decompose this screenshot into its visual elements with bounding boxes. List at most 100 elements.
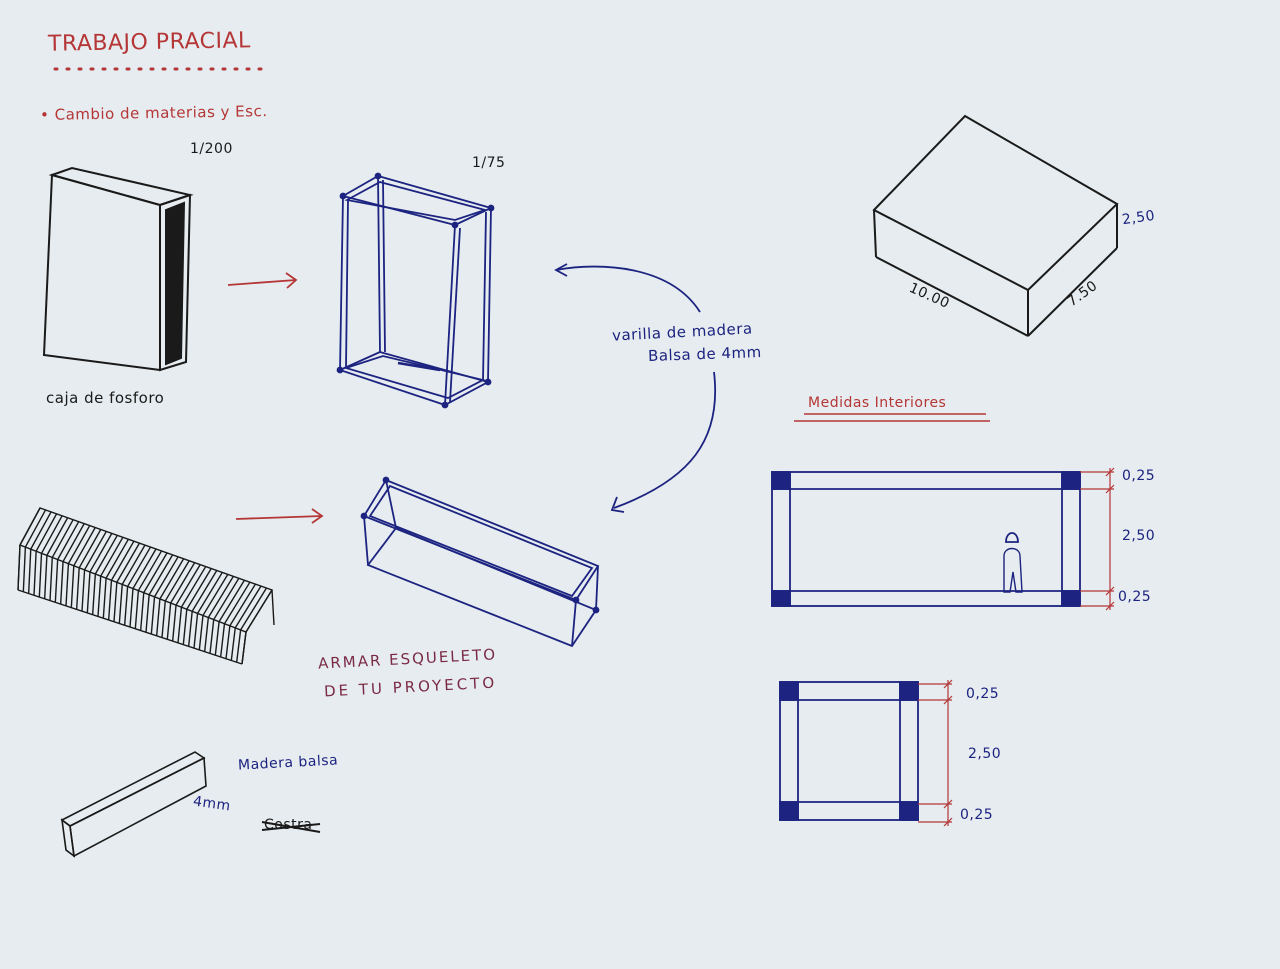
plan-dimension-lines [918,679,953,827]
staple-ridge-side [235,629,242,663]
staple-ridge-side [113,582,118,622]
staple-ridge-top [35,513,58,552]
staple-ridge-side [129,588,134,628]
staple-ridge-top [234,585,262,629]
staple-ridge-top [164,560,190,602]
staple-ridge-top [207,575,234,618]
staple-ridge-side [81,569,86,612]
staple-ridge-top [51,519,74,558]
staple-ridge-side [86,571,91,613]
plan-dim-bottom: 0,25 [960,807,994,823]
staple-ridge-top [245,589,273,633]
staple-ridge-side [22,547,27,592]
curved-arrows [554,263,716,513]
staple-ridge-side [161,600,166,638]
arrow-matchbox-to-frame [227,272,298,289]
crossed-word-strike [261,821,321,833]
staple-ridge-side [230,627,236,661]
staple-ridge-side [43,555,48,599]
long-frame-skeleton [360,476,600,648]
crossed-word: Costra [264,817,313,833]
staple-ridge-side [139,592,145,631]
staple-ridge-side [209,619,215,654]
plan-dim-top: 0,25 [966,686,1000,702]
staple-ridge-side [65,563,70,606]
matchbox-drawing [42,166,194,372]
staple-ridge-top [67,525,91,564]
tall-frame-skeleton [336,172,495,409]
staple-ridge-side [225,625,231,659]
staple-ridge-side [198,615,204,650]
staple-ridge-side [38,553,43,598]
arrow-staples-to-frame [235,508,324,524]
staple-ridge-top [170,562,196,604]
staple-ridge-top [105,538,129,579]
staple-ridge-top [191,570,218,612]
staple-ridge-side [49,557,53,601]
staple-ridge-top [175,564,201,606]
staple-ridge-side [33,551,37,596]
staple-ridge-side [166,602,172,640]
staple-ridge-top [57,521,80,560]
staple-ridge-side [118,584,123,624]
staple-ridge-side [182,609,188,645]
staple-ridge-side [134,590,140,629]
staple-ridge-top [213,577,240,620]
staple-ridge-top [121,544,146,585]
staple-ridge-side [145,594,150,633]
elevation-dim-middle: 2,50 [1122,528,1156,544]
staple-ridge-top [83,531,107,571]
staple-ridge-top [30,511,52,550]
interior-title-underline [794,413,990,422]
staple-ridge-top [89,533,113,573]
staple-ridge-top [127,546,152,587]
elevation-dim-bottom: 0,25 [1118,589,1152,605]
staple-ridge-top [143,552,168,593]
staple-ridge-top [24,509,47,548]
staple-ridge-top [153,556,179,598]
scale-label-1-75: 1/75 [472,155,506,171]
staple-ridge-top [78,529,102,569]
staple-ridge-side [107,580,113,621]
staple-ridge-top [40,515,63,554]
staple-ridge-side [59,561,64,605]
scale-label-1-200: 1/200 [190,141,233,157]
staple-ridge-side [203,617,210,652]
staple-ridge-top [100,536,124,577]
staple-ridge-top [110,540,135,581]
staple-ridge-top [196,572,223,614]
staple-ridge-side [123,586,129,626]
staple-ridge-side [75,567,80,610]
staple-ridge-top [186,568,212,610]
staple-ridge-side [177,607,183,643]
staple-ridge-side [91,573,97,615]
staple-ridge-top [229,583,257,627]
staple-ridge-side [193,613,199,649]
staple-ridge-side [97,576,102,617]
staple-ridge-top [202,574,229,616]
staple-ridge-side [171,605,177,642]
staple-ridge-side [155,598,161,636]
sheet-title: TRABAJO PRACIAL [47,28,252,57]
staple-ridge-side [219,623,226,658]
staple-ridge-side [214,621,220,656]
staple-ridge-top [148,554,174,596]
staple-ridge-top [132,548,157,589]
staple-ridge-side [102,578,107,619]
staple-ridge-top [73,527,96,567]
plan-dim-middle: 2,50 [968,746,1002,762]
staple-ridge-top [137,550,163,591]
matchbox-label: caja de fosforo [46,389,165,407]
staple-ridge-side [27,549,32,594]
elevation-dim-top: 0,25 [1122,468,1156,484]
staple-ridge-top [19,507,41,546]
interior-measures-title: Medidas Interiores [808,395,947,411]
staple-ridge-side [241,631,247,665]
staple-ridge-side [150,596,156,635]
staple-ridge-top [240,587,268,631]
staple-ridge-top [159,558,185,600]
interior-elevation [771,471,1081,607]
elevation-dimension-lines [1080,467,1115,611]
staple-ridge-top [62,523,85,562]
staple-ridge-side [17,544,21,591]
